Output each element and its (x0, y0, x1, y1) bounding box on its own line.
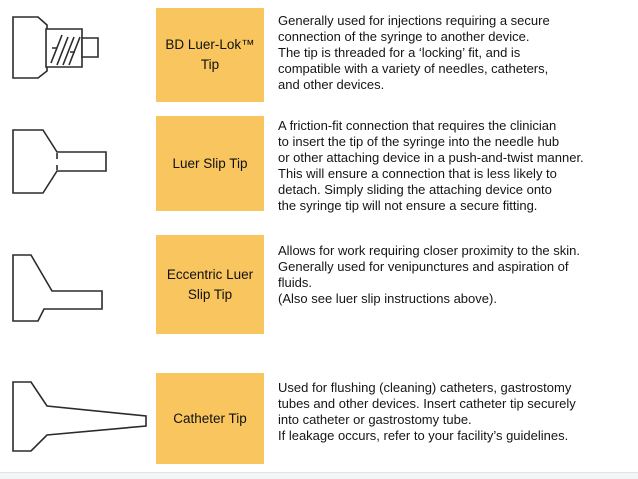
description-line: compatible with a variety of needles, ca… (278, 61, 549, 76)
tip-description-catheter: Used for flushing (cleaning) catheters, … (278, 380, 634, 444)
tip-label-catheter: Catheter Tip (156, 373, 264, 464)
description-line: and other devices. (278, 77, 385, 92)
description-line: or other attaching device in a push-and-… (278, 150, 584, 165)
tip-description-bd-luer-lok: Generally used for injections requiring … (278, 13, 634, 93)
description-line: fluids. (278, 275, 312, 290)
description-line: detach. Simply sliding the attaching dev… (278, 182, 552, 197)
description-line: Allows for work requiring closer proximi… (278, 243, 580, 258)
description-line: The tip is threaded for a ‘locking’ fit,… (278, 45, 521, 60)
eccentric-luer-slip-tip-illustration (10, 250, 108, 333)
description-line: This will ensure a connection that is le… (278, 166, 557, 181)
tip-label-line: Tip (200, 57, 220, 72)
description-line: A friction-fit connection that requires … (278, 118, 557, 133)
description-line: tubes and other devices. Insert catheter… (278, 396, 576, 411)
catheter-tip-illustration (10, 378, 152, 459)
tip-label-line: Catheter Tip (173, 410, 247, 426)
tip-label-line: Eccentric Luer (166, 266, 254, 282)
tip-label-line: BD Luer-Lok™ (165, 37, 255, 52)
description-line: connection of the syringe to another dev… (278, 29, 530, 44)
tip-label-line: Slip Tip (187, 286, 233, 302)
description-line: Used for flushing (cleaning) catheters, … (278, 380, 572, 395)
tip-description-eccentric-luer-slip: Allows for work requiring closer proximi… (278, 243, 634, 307)
tip-label-bd-luer-lok: BD Luer-Lok™ Tip (156, 8, 264, 102)
tip-label-line: Luer Slip Tip (172, 155, 248, 171)
description-line: Generally used for venipunctures and asp… (278, 259, 569, 274)
description-line: to insert the tip of the syringe into th… (278, 134, 560, 149)
tip-label-luer-slip: Luer Slip Tip (156, 116, 264, 211)
description-line: Generally used for injections requiring … (278, 13, 550, 28)
luer-slip-tip-illustration (10, 126, 110, 201)
bd-luer-lok-tip-illustration (10, 14, 102, 87)
description-line: the syringe tip will not ensure a secure… (278, 198, 538, 213)
tip-description-luer-slip: A friction-fit connection that requires … (278, 118, 634, 214)
description-line: If leakage occurs, refer to your facilit… (278, 428, 569, 443)
description-line: into catheter or gastrostomy tube. (278, 412, 472, 427)
tip-label-eccentric-luer-slip: Eccentric Luer Slip Tip (156, 235, 264, 334)
description-line: (Also see luer slip instructions above). (278, 291, 497, 306)
slide-footer-strip (0, 472, 638, 479)
